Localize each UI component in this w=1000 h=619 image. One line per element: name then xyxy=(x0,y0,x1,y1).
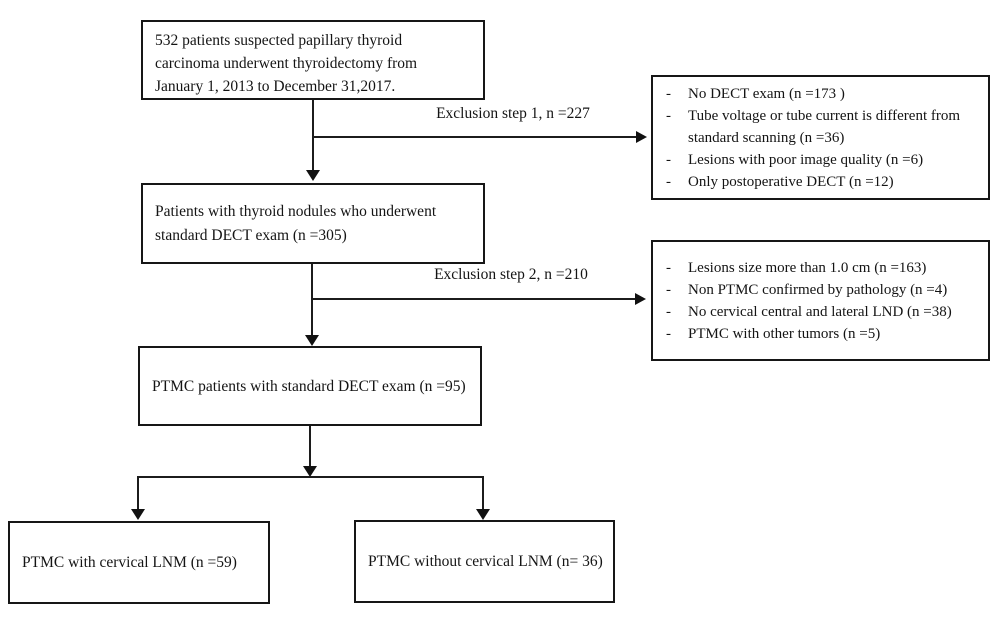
arrow-line-ptmc-to-branch xyxy=(309,426,311,468)
bullet-dash: - xyxy=(666,151,671,168)
list-item: - No DECT exam (n =173 ) xyxy=(662,83,986,105)
arrow-line-branch-to-lnm-negative xyxy=(482,477,484,510)
bullet-dash: - xyxy=(666,259,671,276)
list-item: - Non PTMC confirmed by pathology (n =4) xyxy=(662,279,986,301)
box-lnm-positive-text: PTMC with cervical LNM (n =59) xyxy=(22,554,237,571)
arrow-line-exclusion-1 xyxy=(313,136,639,138)
bullet-dash: - xyxy=(666,107,671,124)
list-item: - Tube voltage or tube current is differ… xyxy=(662,105,986,149)
bullet-dash: - xyxy=(666,325,671,342)
list-item: - Lesions with poor image quality (n =6) xyxy=(662,149,986,171)
box-ptmc-cohort: PTMC patients with standard DECT exam (n… xyxy=(138,346,482,426)
arrowhead-branch-to-lnm-positive xyxy=(131,509,145,520)
arrowhead-ptmc-to-branch xyxy=(303,466,317,477)
exclusion-step-2-label: Exclusion step 2, n =210 xyxy=(434,266,588,283)
bullet-dash: - xyxy=(666,281,671,298)
box-lnm-negative: PTMC without cervical LNM (n= 36) xyxy=(354,520,615,603)
bullet-dash: - xyxy=(666,85,671,102)
box-exclusion-step1: - No DECT exam (n =173 ) - Tube voltage … xyxy=(651,75,990,200)
exclusion-step-1-label: Exclusion step 1, n =227 xyxy=(436,105,590,122)
arrow-line-exclusion-2 xyxy=(312,298,638,300)
box-initial-cohort: 532 patients suspected papillary thyroid… xyxy=(141,20,485,100)
branch-line xyxy=(137,476,484,478)
box-ptmc-text: PTMC patients with standard DECT exam (n… xyxy=(152,377,466,395)
bullet-dash: - xyxy=(666,173,671,190)
box-dect-cohort: Patients with thyroid nodules who underw… xyxy=(141,183,485,264)
exclusion-2-list: - Lesions size more than 1.0 cm (n =163)… xyxy=(653,257,988,345)
box-initial-line2: carcinoma underwent thyroidectomy from xyxy=(155,55,418,72)
box-exclusion-step2: - Lesions size more than 1.0 cm (n =163)… xyxy=(651,240,990,361)
box-initial-line3: January 1, 2013 to December 31,2017. xyxy=(155,78,396,95)
box-lnm-positive: PTMC with cervical LNM (n =59) xyxy=(8,521,270,604)
arrowhead-dect-to-ptmc xyxy=(305,335,319,346)
box-lnm-negative-text: PTMC without cervical LNM (n= 36) xyxy=(368,553,603,570)
list-item: - Only postoperative DECT (n =12) xyxy=(662,171,986,193)
arrow-line-branch-to-lnm-positive xyxy=(137,477,139,510)
exclusion-1-list: - No DECT exam (n =173 ) - Tube voltage … xyxy=(653,83,988,193)
box-dect-line1: Patients with thyroid nodules who underw… xyxy=(155,202,437,220)
box-dect-line2: standard DECT exam (n =305) xyxy=(155,226,347,244)
arrow-line-dect-to-ptmc xyxy=(311,264,313,336)
arrowhead-branch-to-lnm-negative xyxy=(476,509,490,520)
arrowhead-exclusion-1 xyxy=(636,131,647,143)
arrow-line-initial-to-dect xyxy=(312,100,314,170)
arrowhead-exclusion-2 xyxy=(635,293,646,305)
box-initial-line1: 532 patients suspected papillary thyroid xyxy=(155,32,403,49)
list-item: - Lesions size more than 1.0 cm (n =163) xyxy=(662,257,986,279)
bullet-dash: - xyxy=(666,303,671,320)
list-item: - No cervical central and lateral LND (n… xyxy=(662,301,986,323)
arrowhead-initial-to-dect xyxy=(306,170,320,181)
list-item: - PTMC with other tumors (n =5) xyxy=(662,323,986,345)
